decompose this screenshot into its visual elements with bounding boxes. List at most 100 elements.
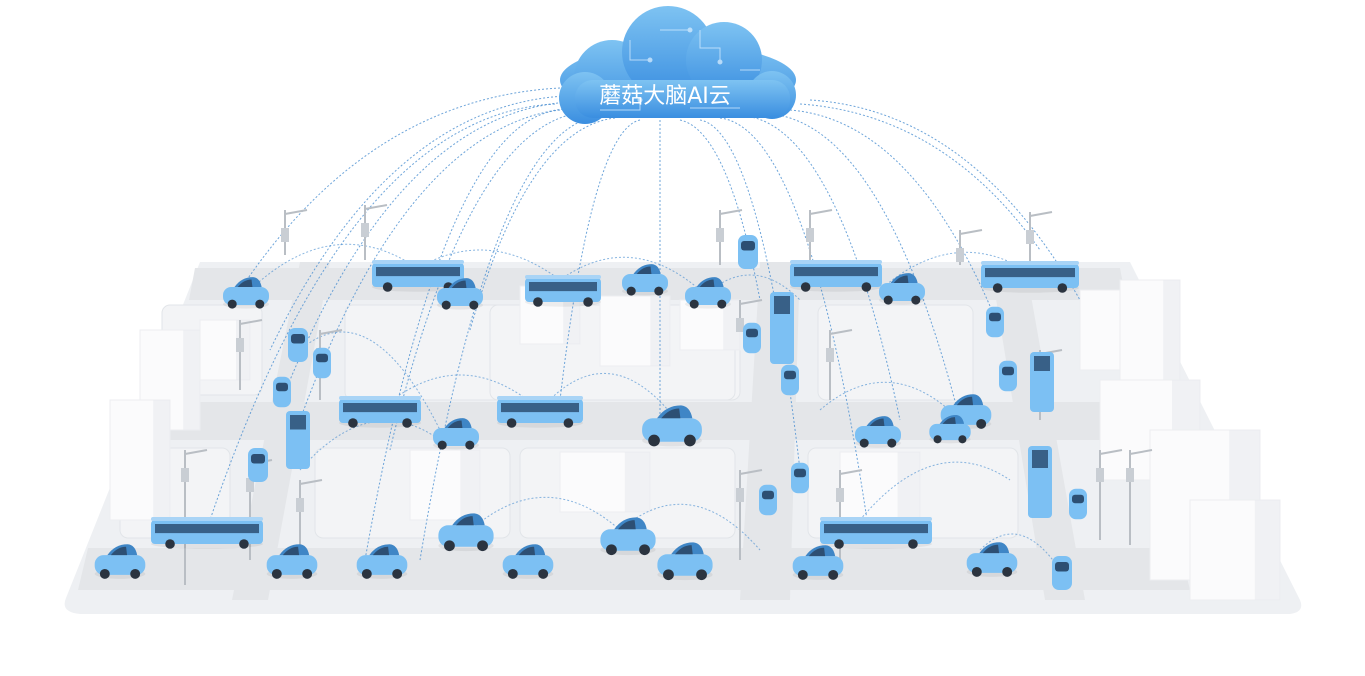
traffic-light: [806, 228, 814, 242]
connection-line: [789, 109, 1001, 331]
vehicle-link: [249, 243, 421, 291]
car: [1069, 488, 1087, 520]
car: [437, 278, 483, 310]
wheel: [506, 418, 517, 428]
pole-arm: [959, 229, 983, 235]
wheel: [976, 418, 987, 429]
cloud-icon: [559, 6, 796, 124]
car-window: [636, 266, 652, 274]
car-window: [989, 312, 1001, 322]
connection-line: [799, 103, 1041, 251]
wheel: [639, 544, 650, 556]
car-window: [956, 396, 974, 406]
wheel: [465, 440, 475, 450]
wheel: [239, 539, 249, 549]
vehicle-link: [699, 274, 801, 301]
wheel: [1057, 283, 1068, 293]
wheel: [883, 295, 893, 305]
connection-line: [719, 117, 871, 541]
bus-roof: [820, 517, 932, 521]
connection-line: [809, 99, 1081, 301]
building-shade: [650, 296, 670, 366]
car-body: [273, 376, 291, 408]
traffic-light: [296, 498, 304, 512]
connection-line: [769, 113, 961, 421]
car: [791, 462, 809, 494]
traffic-light: [836, 488, 844, 502]
building-shade: [460, 450, 480, 520]
pole-arm: [829, 329, 853, 335]
bus-windows: [343, 403, 417, 413]
car: [1052, 556, 1072, 590]
car-window: [451, 280, 467, 288]
car: [600, 517, 656, 556]
vehicle-link: [299, 331, 441, 431]
car-window: [110, 546, 128, 556]
car-window: [282, 546, 300, 556]
wheel: [684, 434, 696, 447]
wheel: [654, 286, 664, 296]
pole-arm: [839, 469, 863, 475]
car-window: [1055, 562, 1069, 572]
bus-window: [774, 296, 790, 314]
building-shade: [723, 300, 740, 350]
car: [999, 360, 1017, 392]
car: [438, 513, 494, 552]
traffic-light: [361, 223, 369, 237]
wheel: [992, 283, 1003, 293]
car: [855, 416, 901, 448]
car: [759, 484, 777, 516]
bus: [525, 275, 601, 307]
car-window: [316, 353, 328, 363]
bus: [981, 261, 1079, 293]
wheel: [99, 568, 110, 579]
car: [94, 544, 146, 579]
car-window: [372, 546, 390, 556]
vehicle-link: [459, 496, 621, 541]
car-window: [276, 382, 288, 392]
wheel: [402, 418, 412, 428]
building-shade: [624, 452, 650, 512]
car-body: [1052, 556, 1072, 590]
car: [266, 544, 318, 579]
bus: [1028, 446, 1052, 518]
wheel: [348, 418, 358, 428]
bus: [790, 260, 882, 292]
vehicle-link: [559, 256, 701, 291]
wheel: [538, 568, 549, 579]
vehicles: [94, 235, 1087, 590]
bus-roof: [339, 396, 421, 400]
connection-line: [389, 111, 586, 451]
car-body: [738, 235, 758, 269]
car-window: [447, 420, 463, 428]
wheel: [696, 569, 707, 581]
wheel: [717, 299, 727, 309]
car: [288, 328, 308, 362]
traffic-light: [736, 318, 744, 332]
wheel: [444, 540, 455, 552]
bus-windows: [501, 403, 579, 413]
car-window: [699, 279, 715, 287]
bus-windows: [529, 282, 597, 292]
car-window: [869, 418, 885, 426]
wheel: [971, 566, 982, 577]
car-window: [784, 370, 796, 380]
building-shade: [1254, 500, 1280, 600]
wheel: [227, 299, 237, 309]
wheel: [911, 295, 921, 305]
connection-line: [559, 119, 641, 401]
car-window: [741, 241, 755, 251]
bus-roof: [151, 517, 263, 521]
car: [929, 414, 971, 444]
wheel: [392, 568, 403, 579]
wheel: [958, 435, 967, 444]
vehicle-link: [539, 372, 681, 426]
bus: [339, 396, 421, 428]
car-window: [942, 417, 956, 424]
car-window: [237, 279, 253, 287]
traffic-light: [1126, 468, 1134, 482]
wheel: [606, 544, 617, 556]
traffic-light: [716, 228, 724, 242]
wheel: [933, 435, 942, 444]
